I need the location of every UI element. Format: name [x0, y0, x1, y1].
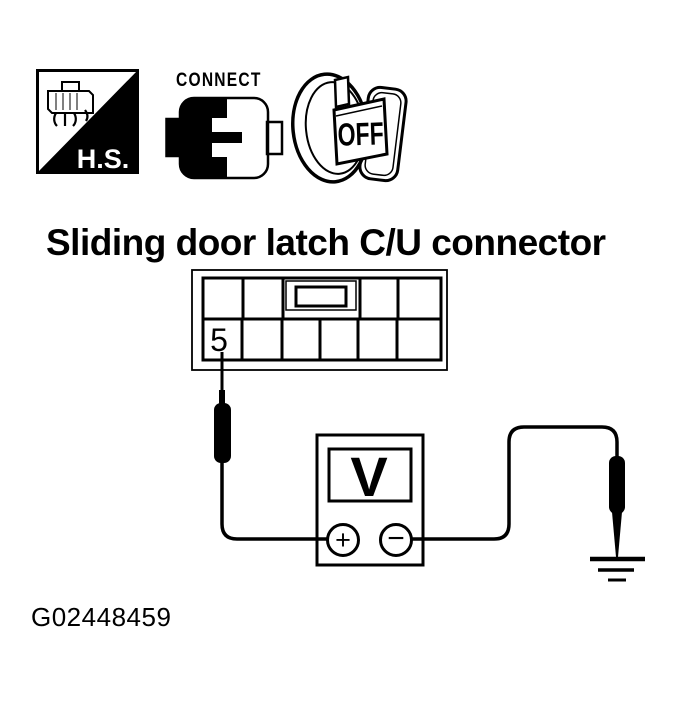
positive-probe-body [214, 403, 231, 463]
positive-lead-wire [220, 461, 332, 541]
connector-pinout [191, 269, 448, 371]
positive-probe-lead [214, 352, 332, 541]
measurement-diagram: 5 V + − [191, 269, 645, 582]
negative-terminal [379, 523, 413, 557]
hs-badge-border [36, 69, 139, 174]
connector-outer-housing [191, 269, 448, 371]
key-off-label: OFF [337, 116, 384, 153]
figure-title: Sliding door latch C/U connector [46, 222, 606, 263]
connect-label: CONNECT [176, 70, 262, 91]
connector-right-tab [265, 120, 284, 156]
key-off-flag [332, 97, 389, 166]
hs-label: H.S. [77, 144, 130, 174]
connector-left-tab [165, 117, 182, 158]
hs-badge-black-triangle [38, 71, 137, 172]
connector-lock-tab-outer [285, 280, 357, 311]
ground-symbol [590, 556, 645, 582]
keyway-slot [333, 75, 351, 109]
connector-lock-tab-inner [294, 285, 348, 308]
negative-probe-tip [612, 512, 622, 557]
voltmeter-display-label: V [350, 445, 387, 508]
negative-lead-wire [409, 425, 619, 541]
positive-terminal-label: + [335, 525, 351, 555]
key-off-label-group: OFF [337, 116, 384, 153]
connector-black-half [166, 98, 242, 178]
pin-5-label: 5 [210, 322, 228, 358]
negative-probe-lead [409, 425, 625, 557]
voltmeter-display [327, 447, 413, 503]
bottom-row-dividers [240, 319, 399, 360]
top-row-dividers [241, 278, 400, 319]
positive-terminal [326, 523, 360, 557]
harness-connector-icon [47, 81, 94, 127]
key-flag-fold-line [335, 105, 383, 117]
negative-terminal-label: − [387, 522, 405, 555]
figure-id: G02448459 [31, 602, 172, 632]
hs-inspection-badge: H.S. [36, 69, 139, 174]
ignition-key-off-icon: OFF [291, 72, 408, 184]
mated-connector-icon [165, 96, 284, 180]
negative-probe-body [609, 456, 625, 514]
